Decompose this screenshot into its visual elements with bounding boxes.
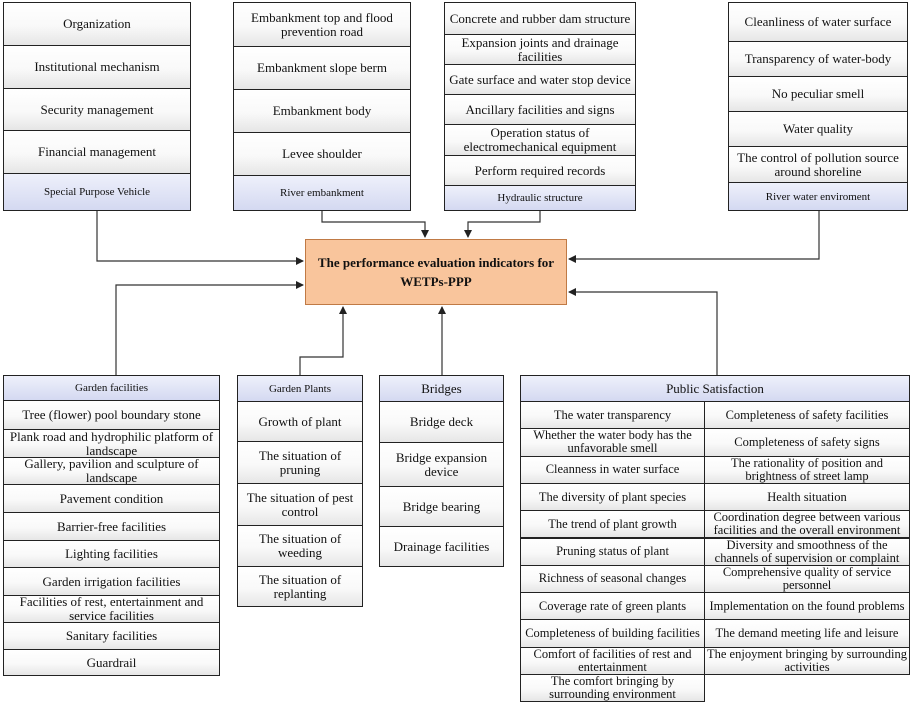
- group-hydraulic-structure: Concrete and rubber dam structure Expans…: [444, 2, 636, 211]
- garden-plant-item: The situation of pest control: [238, 483, 362, 525]
- group-garden-plants: Garden Plants Growth of plant The situat…: [237, 375, 363, 607]
- garden-facility-item: Facilities of rest, entertainment and se…: [4, 595, 219, 623]
- public-satisfaction-left-item: Comfort of facilities of rest and entert…: [520, 646, 705, 675]
- garden-facility-item: Guardrail: [4, 649, 219, 675]
- public-satisfaction-header: Public Satisfaction: [521, 376, 909, 401]
- garden-plants-header: Garden Plants: [238, 376, 362, 402]
- public-satisfaction-right-item: Health situation: [704, 482, 910, 512]
- public-satisfaction-right-item: Completeness of safety signs: [704, 428, 910, 457]
- river-water-header: River water enviroment: [729, 182, 907, 210]
- garden-facility-item: Pavement condition: [4, 484, 219, 512]
- group-public-satisfaction: Public Satisfaction: [520, 375, 910, 402]
- river-embankment-header: River embankment: [234, 175, 410, 210]
- group-garden-facilities: Garden facilities Tree (flower) pool bou…: [3, 375, 220, 676]
- embankment-item: Embankment top and flood prevention road: [234, 3, 410, 46]
- public-satisfaction-left-item: Completeness of building facilities: [520, 619, 705, 648]
- group-bridges: Bridges Bridge deck Bridge expansion dev…: [379, 375, 504, 567]
- garden-facility-item: Sanitary facilities: [4, 622, 219, 649]
- public-satisfaction-right-item: Implementation on the found problems: [704, 592, 910, 621]
- garden-plant-item: Growth of plant: [238, 402, 362, 441]
- garden-facilities-header: Garden facilities: [4, 376, 219, 401]
- hydraulic-item: Operation status of electromechanical eq…: [445, 124, 635, 155]
- bridge-item: Bridge deck: [380, 402, 503, 442]
- public-satisfaction-right-item: The demand meeting life and leisure: [704, 619, 910, 648]
- embankment-item: Levee shoulder: [234, 132, 410, 175]
- public-satisfaction-right-item: The rationality of position and brightne…: [704, 455, 910, 484]
- bridges-header: Bridges: [380, 376, 503, 402]
- public-satisfaction-left-item: Cleanness in water surface: [520, 455, 705, 484]
- bridge-item: Bridge expansion device: [380, 442, 503, 486]
- garden-facility-item: Gallery, pavilion and sculpture of lands…: [4, 457, 219, 485]
- center-title-line2: WETPs-PPP: [400, 274, 472, 289]
- public-satisfaction-left-item: Whether the water body has the unfavorab…: [520, 428, 705, 457]
- public-satisfaction-left-item: The trend of plant growth: [520, 510, 705, 539]
- garden-plant-item: The situation of weeding: [238, 525, 362, 566]
- embankment-item: Embankment body: [234, 89, 410, 132]
- arrow-river-water: [568, 211, 820, 263]
- spv-item: Security management: [4, 88, 190, 130]
- public-satisfaction-left-item: Coverage rate of green plants: [520, 592, 705, 621]
- garden-facility-item: Lighting facilities: [4, 540, 219, 567]
- public-satisfaction-left-item: Pruning status of plant: [520, 537, 705, 566]
- public-satisfaction-right-item: The enjoyment bringing by surrounding ac…: [704, 646, 910, 675]
- arrow-public-satisfaction: [568, 288, 718, 375]
- arrow-hydraulic-structure: [464, 211, 541, 238]
- garden-facility-item: Barrier-free facilities: [4, 512, 219, 540]
- public-satisfaction-right-item: Comprehensive quality of service personn…: [704, 564, 910, 594]
- center-title-line1: The performance evaluation indicators fo…: [317, 255, 555, 270]
- water-item: No peculiar smell: [729, 76, 907, 111]
- arrow-garden-facilities: [115, 281, 304, 375]
- hydraulic-structure-header: Hydraulic structure: [445, 185, 635, 210]
- group-special-purpose-vehicle: Organization Institutional mechanism Sec…: [3, 2, 191, 211]
- water-item: Transparency of water-body: [729, 41, 907, 76]
- public-satisfaction-left-item: The comfort bringing by surrounding envi…: [520, 674, 705, 703]
- spv-item: Organization: [4, 3, 190, 45]
- hydraulic-item: Concrete and rubber dam structure: [445, 3, 635, 34]
- public-satisfaction-right-item: Completeness of safety facilities: [704, 401, 910, 430]
- spv-header: Special Purpose Vehicle: [4, 173, 190, 210]
- public-satisfaction-left-item: Richness of seasonal changes: [520, 564, 705, 594]
- hydraulic-item: Gate surface and water stop device: [445, 64, 635, 94]
- water-item: Water quality: [729, 111, 907, 146]
- garden-plant-item: The situation of pruning: [238, 441, 362, 483]
- spv-item: Institutional mechanism: [4, 45, 190, 88]
- arrow-river-embankment: [321, 211, 429, 238]
- spv-item: Financial management: [4, 130, 190, 173]
- garden-plant-item: The situation of replanting: [238, 566, 362, 606]
- garden-facility-item: Plank road and hydrophilic platform of l…: [4, 429, 219, 457]
- water-item: Cleanliness of water surface: [729, 3, 907, 41]
- water-item: The control of pollution source around s…: [729, 146, 907, 182]
- group-river-water-environment: Cleanliness of water surface Transparenc…: [728, 2, 908, 211]
- garden-facility-item: Garden irrigation facilities: [4, 567, 219, 595]
- arrow-garden-plants: [299, 306, 347, 375]
- embankment-item: Embankment slope berm: [234, 46, 410, 89]
- hydraulic-item: Perform required records: [445, 155, 635, 185]
- group-river-embankment: Embankment top and flood prevention road…: [233, 2, 411, 211]
- public-satisfaction-left-item: The diversity of plant species: [520, 482, 705, 512]
- hydraulic-item: Expansion joints and drainage facilities: [445, 34, 635, 64]
- public-satisfaction-left-item: The water transparency: [520, 401, 705, 430]
- hydraulic-item: Ancillary facilities and signs: [445, 94, 635, 124]
- public-satisfaction-right-item: Diversity and smoothness of the channels…: [704, 537, 910, 566]
- arrow-spv: [96, 211, 304, 265]
- public-satisfaction-right-item: Coordination degree between various faci…: [704, 510, 910, 539]
- bridge-item: Drainage facilities: [380, 526, 503, 566]
- performance-evaluation-center-box: The performance evaluation indicators fo…: [305, 239, 567, 305]
- garden-facility-item: Tree (flower) pool boundary stone: [4, 401, 219, 429]
- bridge-item: Bridge bearing: [380, 486, 503, 526]
